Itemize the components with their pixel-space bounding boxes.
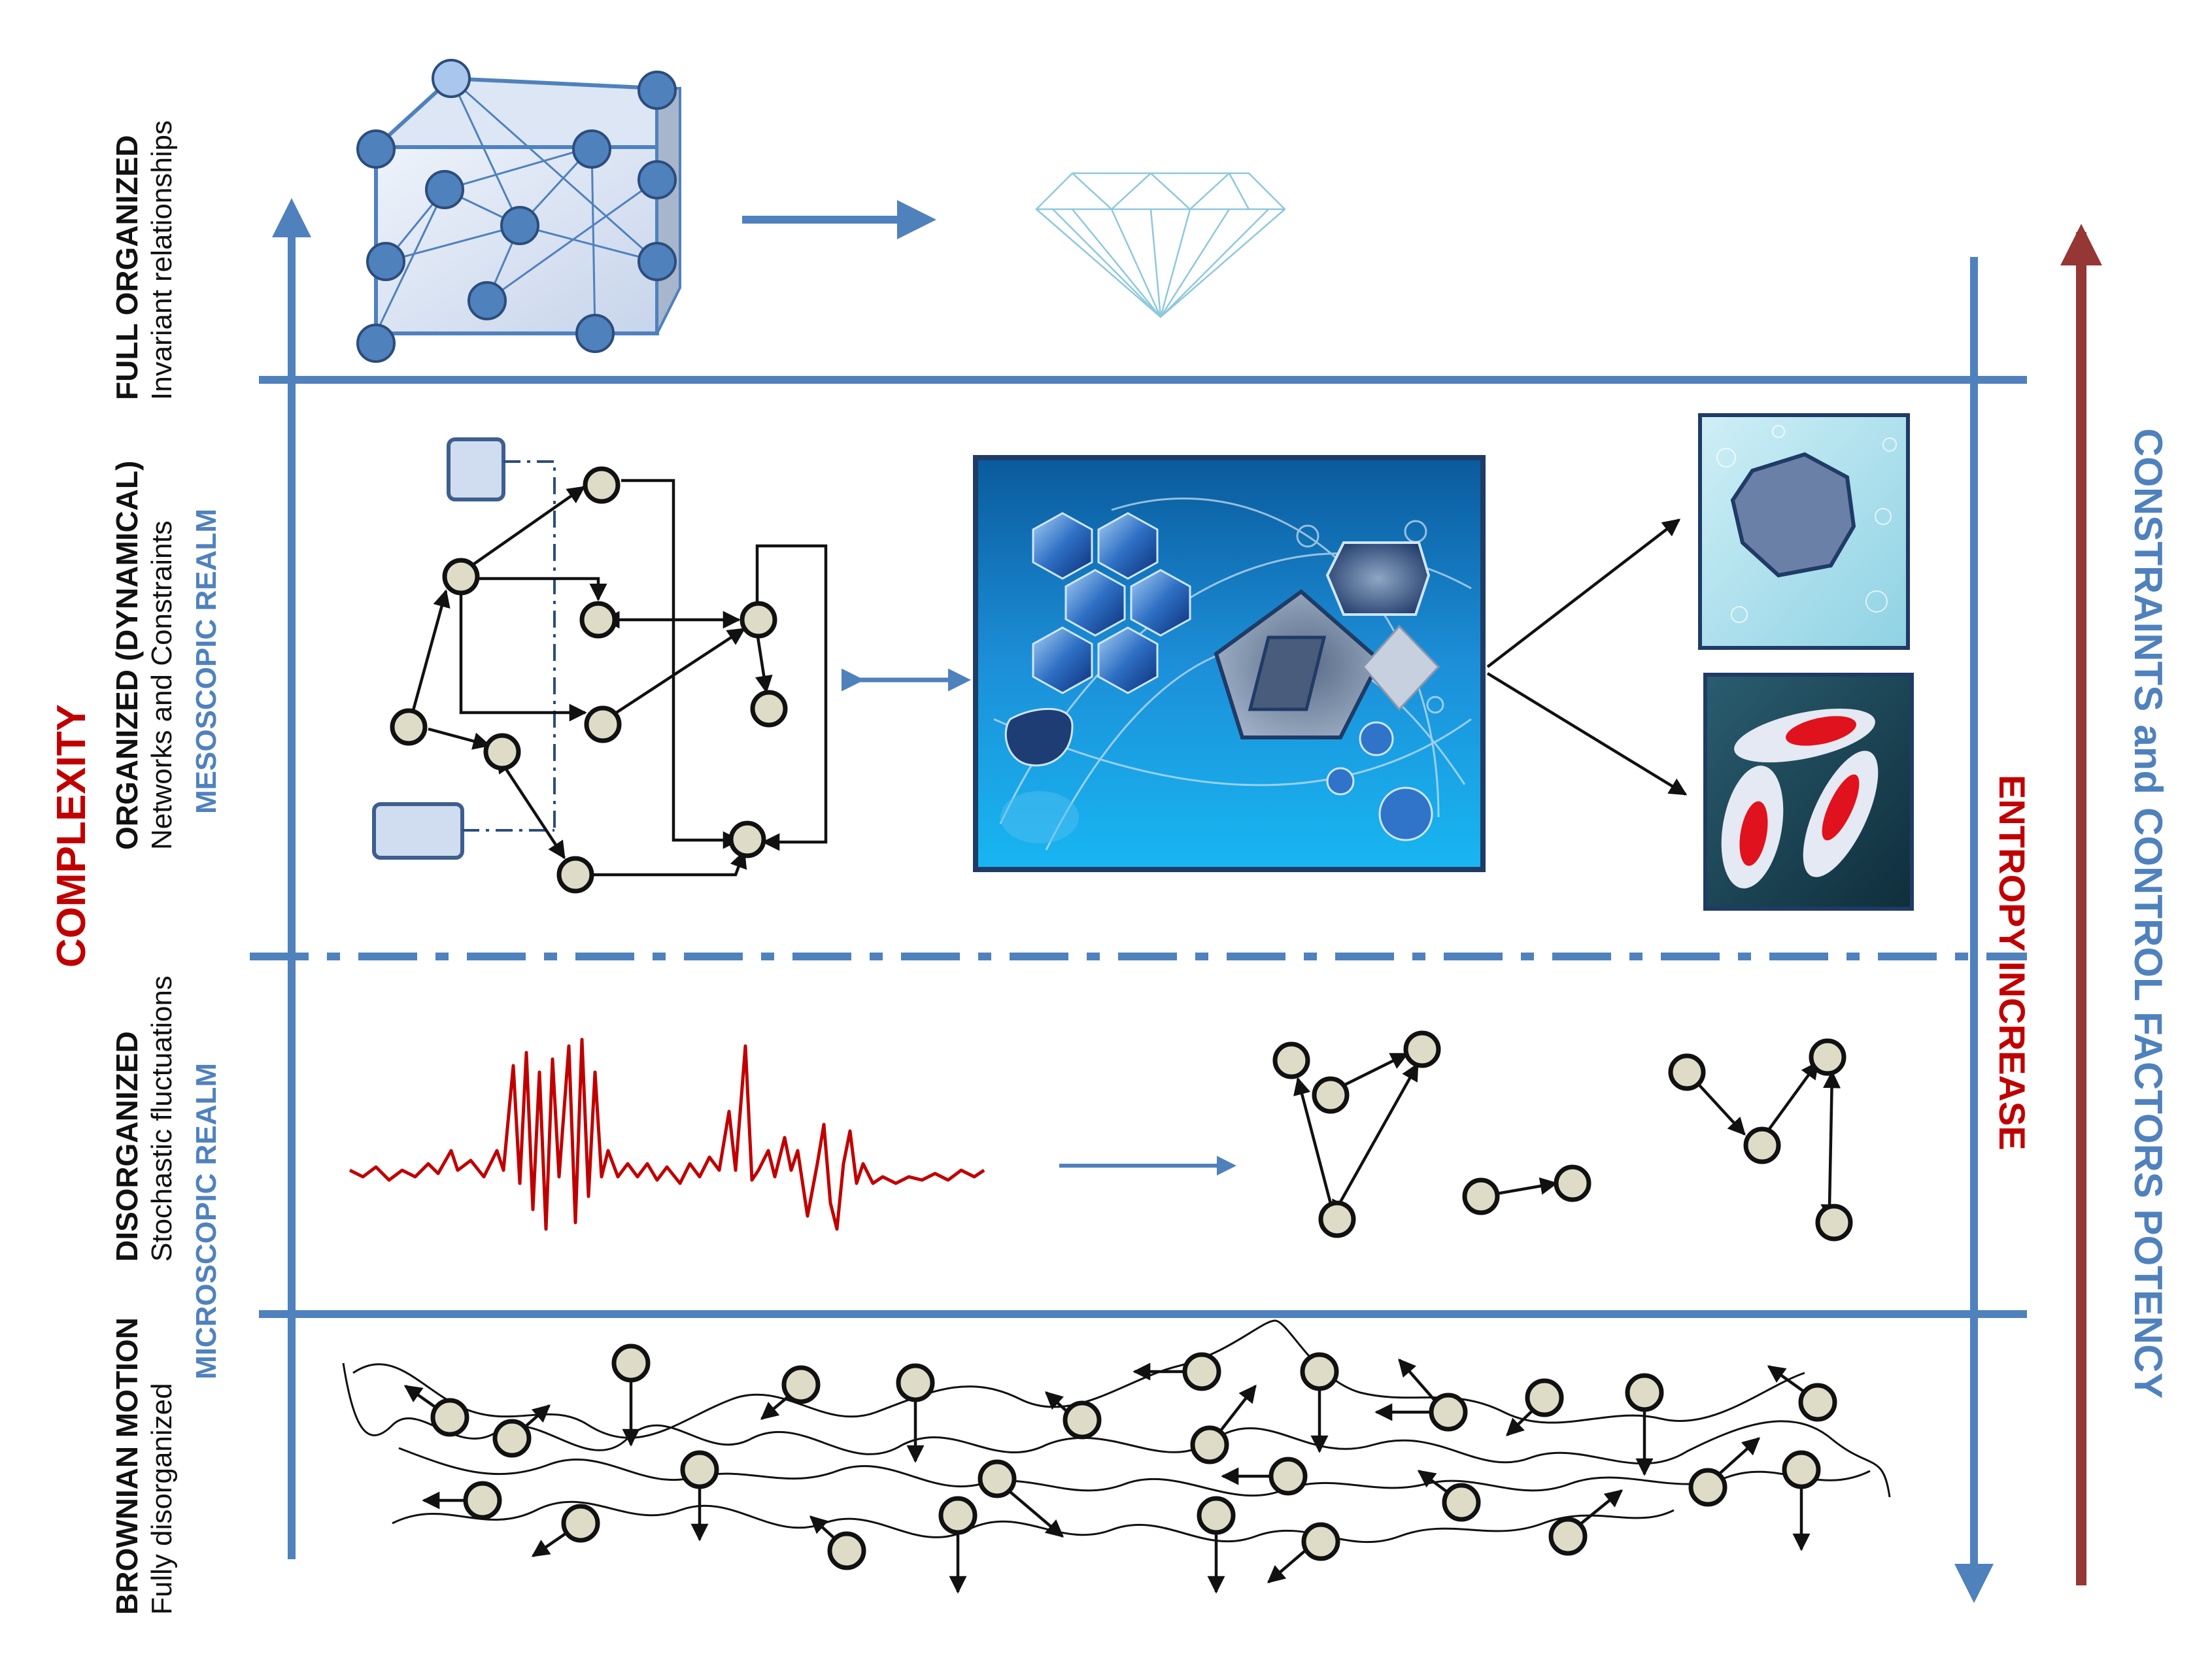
constraints-prefix: CONSTRAINTS — [2126, 428, 2170, 711]
control-box-bottom — [372, 802, 464, 860]
band-subtitle: Fully disorganized — [146, 1383, 178, 1615]
shapes-to-cells-arrow — [1486, 672, 1688, 796]
constraints-and: and — [2126, 724, 2170, 794]
band-label-full-organized: FULL ORGANIZED Invariant relationships — [110, 120, 178, 400]
axis-lines — [250, 198, 2102, 1603]
entropy-label: ENTROPY INCREASE — [1992, 775, 2033, 1151]
band-title: BROWNIAN MOTION — [110, 1317, 144, 1615]
band-title: FULL ORGANIZED — [110, 135, 144, 400]
cells-tile-icon — [1703, 673, 1914, 911]
band-title: DISORGANIZED — [110, 1031, 144, 1262]
band-realm: MICROSCOPIC REALM — [190, 1063, 222, 1379]
band-subtitle: Invariant relationships — [146, 120, 178, 400]
complexity-label: COMPLEXITY — [49, 704, 94, 968]
band-realm: MESOSCOPIC REALM — [190, 509, 222, 814]
band-label-disorganized: DISORGANIZED Stochastic fluctuations MIC… — [110, 975, 222, 1379]
control-box-top — [447, 437, 505, 501]
band-subtitle: Networks and Constraints — [146, 520, 178, 850]
molecular-shapes-icon — [973, 455, 1486, 872]
shapes-to-rock-arrow — [1486, 518, 1681, 668]
band-label-brownian: BROWNIAN MOTION Fully disorganized — [110, 1317, 178, 1615]
stochastic-node-clusters — [1272, 1030, 1853, 1242]
constraints-suffix: CONTROL FACTORS POTENCY — [2126, 807, 2170, 1399]
band-title: ORGANIZED (DYNAMICAL) — [110, 461, 144, 850]
crystal-lattice-cube-icon — [356, 59, 681, 363]
network-graph-icon — [372, 437, 828, 894]
noise-signal-icon — [349, 1038, 985, 1231]
rock-tile-icon — [1698, 413, 1910, 650]
band-subtitle: Stochastic fluctuations — [146, 975, 178, 1262]
constraints-label: CONSTRAINTS andCONTROL FACTORS POTENCY — [2126, 428, 2170, 1399]
band-label-organized: ORGANIZED (DYNAMICAL) Networks and Const… — [110, 461, 222, 850]
brownian-particles — [403, 1343, 1837, 1594]
diamond-icon — [1035, 171, 1286, 318]
